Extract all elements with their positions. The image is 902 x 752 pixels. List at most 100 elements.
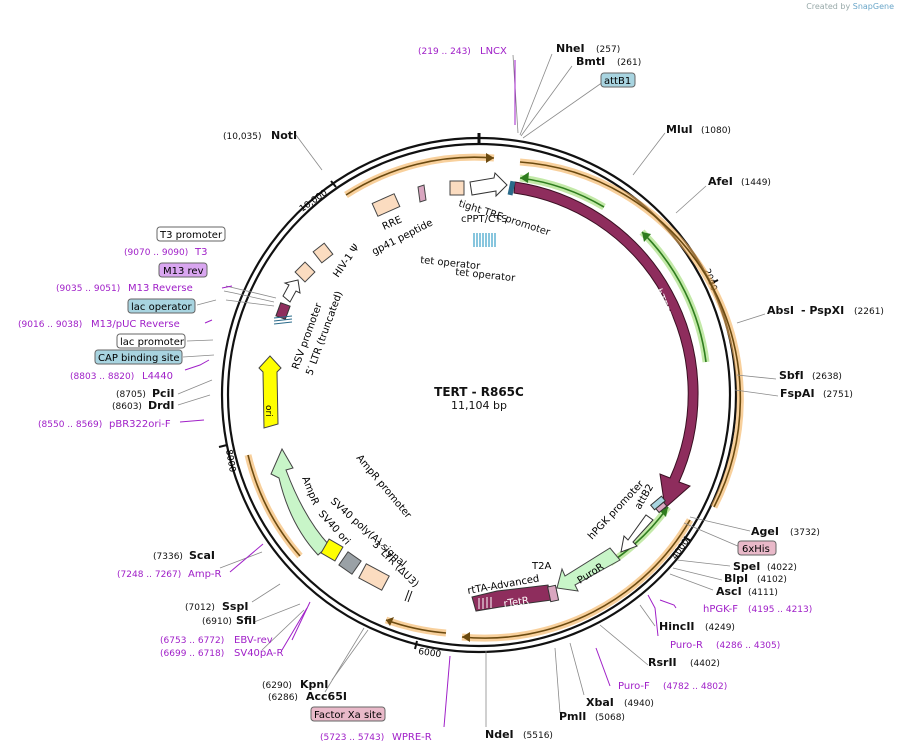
primer-m13rev[interactable]: M13 Reverse <box>128 283 193 294</box>
site-sspi[interactable]: SspI <box>222 600 248 613</box>
site-agei[interactable]: AgeI <box>751 525 779 538</box>
site-noti[interactable]: NotI <box>271 129 297 142</box>
site-pcii-pos: (8705) <box>116 390 146 400</box>
site-absi[interactable]: AbsI <box>767 304 794 317</box>
site-kpni-pos: (6290) <box>262 681 292 691</box>
site-pmli[interactable]: PmlI <box>559 710 586 723</box>
primer-purof[interactable]: Puro-F <box>618 681 650 692</box>
site-pmli-pos: (5068) <box>595 713 625 723</box>
site-afei-pos: (1449) <box>741 178 771 188</box>
gp41-peptide[interactable]: gp41 peptide <box>370 184 435 258</box>
puror-feature[interactable]: PuroR <box>556 547 621 592</box>
box-cap-site[interactable]: CAP binding site <box>98 353 180 364</box>
primer-l4440[interactable]: L4440 <box>142 371 173 382</box>
site-nhei-pos: (257) <box>596 45 620 55</box>
box-attb1[interactable]: attB1 <box>604 76 631 87</box>
site-xbai[interactable]: XbaI <box>586 696 614 709</box>
site-bmti-pos: (261) <box>617 58 641 68</box>
primer-wprer[interactable]: WPRE-R <box>392 732 432 743</box>
site-kpni[interactable]: KpnI <box>300 678 328 691</box>
box-m13rev[interactable]: M13 rev <box>163 266 204 277</box>
primer-puror-range: (4286 .. 4305) <box>716 641 780 651</box>
ampr-promoter[interactable]: AmpR promoter <box>354 453 414 522</box>
tet-operator-array[interactable]: tet operator tet operator <box>420 233 517 284</box>
ori-feature[interactable]: ori <box>258 355 282 429</box>
site-scai-pos: (7336) <box>153 552 183 562</box>
primer-lncx[interactable]: LNCX <box>480 46 507 57</box>
tet-operator-label-2: tet operator <box>455 267 517 284</box>
site-bmti[interactable]: BmtI <box>576 55 605 68</box>
primer-wprer-range: (5723 .. 5743) <box>320 733 384 743</box>
box-t3-promoter[interactable]: T3 promoter <box>159 230 223 241</box>
site-acc65i-pos: (6286) <box>268 693 298 703</box>
boxed-labels: attB1 6xHis Factor Xa site T3 promoter M… <box>94 72 777 722</box>
t2a-label: T2A <box>531 561 551 572</box>
primer-t3[interactable]: T3 <box>194 247 207 258</box>
site-blpi-pos: (4102) <box>757 575 787 585</box>
primer-labels: (219 .. 243) LNCX hPGK-F (4195 .. 4213) … <box>18 46 812 743</box>
primer-ampr[interactable]: Amp-R <box>188 569 222 580</box>
rre-feature[interactable]: RRE <box>371 193 404 233</box>
tre-marker <box>507 180 516 196</box>
site-fspai[interactable]: FspAI <box>780 387 815 400</box>
site-fspai-pos: (2751) <box>823 390 853 400</box>
site-hincii[interactable]: HincII <box>659 620 695 633</box>
cppt-cts[interactable]: cPPT/CTS <box>449 180 507 225</box>
primer-sv40par[interactable]: SV40pA-R <box>234 648 283 659</box>
site-pcii[interactable]: PciI <box>152 387 174 400</box>
site-hincii-pos: (4249) <box>705 623 735 633</box>
primer-ampr-range: (7248 .. 7267) <box>117 570 181 580</box>
rtetr-label: rTetR <box>503 596 530 610</box>
sv40-pa-block[interactable] <box>338 551 362 575</box>
site-acc65i[interactable]: Acc65I <box>306 690 347 703</box>
enzyme-labels: NheI (257) BmtI (261) MluI (1080) AfeI (… <box>112 42 884 741</box>
box-6xhis[interactable]: 6xHis <box>742 544 770 555</box>
snapgene-credit: Created by SnapGene <box>806 2 894 11</box>
lac-marks <box>273 315 293 325</box>
primer-purof-range: (4782 .. 4802) <box>663 682 727 692</box>
ampr-feature[interactable]: AmpR <box>270 447 330 556</box>
primer-pbr322[interactable]: pBR322ori-F <box>109 419 171 430</box>
t2a-feature[interactable]: T2A <box>531 561 560 603</box>
site-absi-pos: (2261) <box>854 307 884 317</box>
site-pspxi[interactable]: - PspXI <box>801 304 844 317</box>
primer-leaders <box>179 60 677 728</box>
primer-hpgkf-range: (4195 .. 4213) <box>748 605 812 615</box>
rsv-promoter[interactable]: RSV promoter 5′ LTR (truncated) <box>282 279 345 377</box>
primer-t3-range: (9070 .. 9090) <box>124 248 188 258</box>
site-sbfi[interactable]: SbfI <box>779 369 804 382</box>
site-spei[interactable]: SpeI <box>733 560 760 573</box>
site-noti-pos: (10,035) <box>223 132 262 142</box>
primer-sv40par-range: (6699 .. 6718) <box>160 649 224 659</box>
site-drdi[interactable]: DrdI <box>148 399 175 412</box>
box-lac-operator[interactable]: lac operator <box>131 302 192 313</box>
primer-hpgkf[interactable]: hPGK-F <box>703 604 738 615</box>
hiv1-psi[interactable]: HIV-1 Ψ <box>312 242 362 280</box>
site-mlui[interactable]: MluI <box>666 123 693 136</box>
site-sspi-pos: (7012) <box>185 603 215 613</box>
site-rsrii[interactable]: RsrII <box>648 656 677 669</box>
ltr3-marks <box>404 589 413 603</box>
box-lac-promoter[interactable]: lac promoter <box>120 337 185 348</box>
primer-ebvrev[interactable]: EBV-rev <box>234 635 273 646</box>
site-asci[interactable]: AscI <box>716 585 742 598</box>
site-ndei-pos: (5516) <box>523 731 553 741</box>
box-factor-xa[interactable]: Factor Xa site <box>314 710 382 721</box>
site-afei[interactable]: AfeI <box>708 175 733 188</box>
orange-arcs <box>244 153 744 642</box>
site-mlui-pos: (1080) <box>701 126 731 136</box>
site-nhei[interactable]: NheI <box>556 42 585 55</box>
primer-pbr322-range: (8550 .. 8569) <box>38 420 102 430</box>
site-xbai-pos: (4940) <box>624 699 654 709</box>
credit-brand: SnapGene <box>852 2 894 11</box>
tick-8000: 8000 <box>223 449 237 474</box>
plasmid-size: 11,104 bp <box>451 399 507 412</box>
site-scai[interactable]: ScaI <box>189 549 215 562</box>
site-ndei[interactable]: NdeI <box>485 728 514 741</box>
site-blpi[interactable]: BlpI <box>724 572 748 585</box>
primer-m13puc[interactable]: M13/pUC Reverse <box>91 319 180 330</box>
site-sfii[interactable]: SfiI <box>236 614 256 627</box>
sv40-ori-block[interactable] <box>320 538 344 562</box>
primer-puror[interactable]: Puro-R <box>670 640 703 651</box>
